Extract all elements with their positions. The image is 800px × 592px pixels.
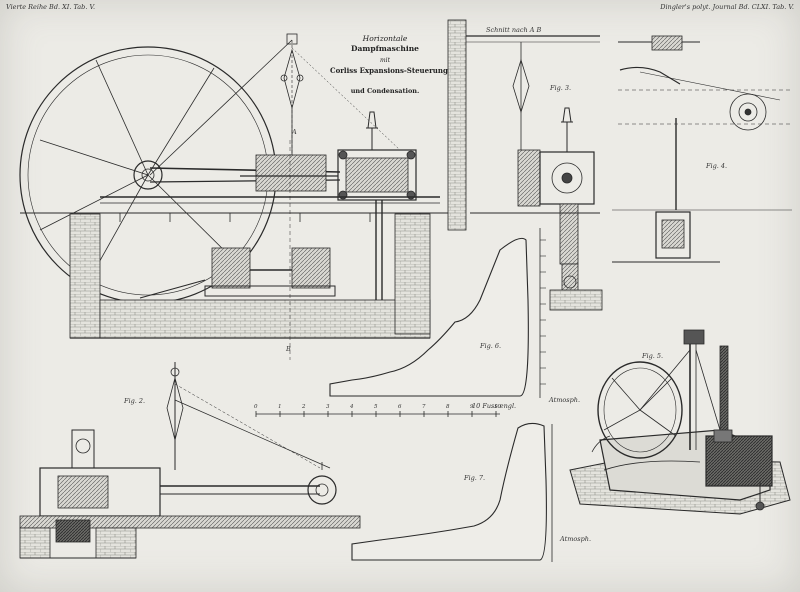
plate-title-line-1: Horizontale [362, 34, 408, 43]
scale-tick-label: 10 [494, 404, 501, 410]
scale-tick-label: 2 [302, 404, 306, 410]
fig2-label: Fig. 2. [124, 397, 146, 405]
fig1-governor [280, 33, 304, 160]
scale-tick-label: 9 [470, 404, 474, 410]
fig5-perspective [569, 329, 791, 515]
fig4-valve-gear [612, 35, 792, 263]
scale-tick-label: 7 [422, 404, 426, 410]
fig6-label: Fig. 6. [480, 342, 502, 350]
point-a-label: A [292, 128, 297, 136]
scale-unit-label: 10 Fuss engl. [472, 402, 517, 410]
atmosphere-label-2: Atmosph. [560, 535, 592, 543]
plate-header-right: Dingler's polyt. Journal Bd. CLXI. Tab. … [660, 3, 794, 11]
fig2-plan [19, 362, 361, 559]
scale-tick-label: 6 [398, 404, 402, 410]
fig7-label: Fig. 7. [464, 474, 486, 482]
plate-title-line-2: Dampfmaschine [351, 44, 419, 53]
plate-title-line-3: mit [379, 57, 391, 64]
fig6-pressure-scale [540, 239, 546, 385]
scale-bar [255, 411, 500, 417]
scale-tick-label: 3 [326, 404, 330, 410]
scale-tick-label: 8 [446, 404, 450, 410]
scale-tick-label: 0 [254, 404, 258, 410]
fig3-section [447, 19, 603, 311]
fig1-foundation [69, 213, 431, 339]
fig1-bedplate [20, 196, 460, 222]
fig1-air-pumps [139, 140, 383, 360]
point-b-label: B [286, 345, 291, 353]
fig7-indicator-diagram [351, 422, 553, 562]
plate-title-line-5: und Condensation. [350, 87, 420, 95]
plate-header-left: Vierte Reihe Bd. XI. Tab. V. [6, 3, 96, 11]
plate-title-line-4: Corliss Expansions-Steuerung [330, 66, 448, 75]
section-ab-label: Schnitt nach A B [486, 26, 542, 34]
fig4-label: Fig. 4. [706, 162, 728, 170]
scale-tick-label: 4 [350, 404, 354, 410]
fig6-indicator-diagram [329, 228, 541, 398]
fig1-cylinder [240, 111, 417, 201]
scale-tick-label: 5 [374, 404, 378, 410]
scale-tick-label: 1 [278, 404, 282, 410]
fig5-label: Fig. 5. [642, 352, 664, 360]
atmosphere-label-1: Atmosph. [549, 396, 581, 404]
fig3-label: Fig. 3. [550, 84, 572, 92]
